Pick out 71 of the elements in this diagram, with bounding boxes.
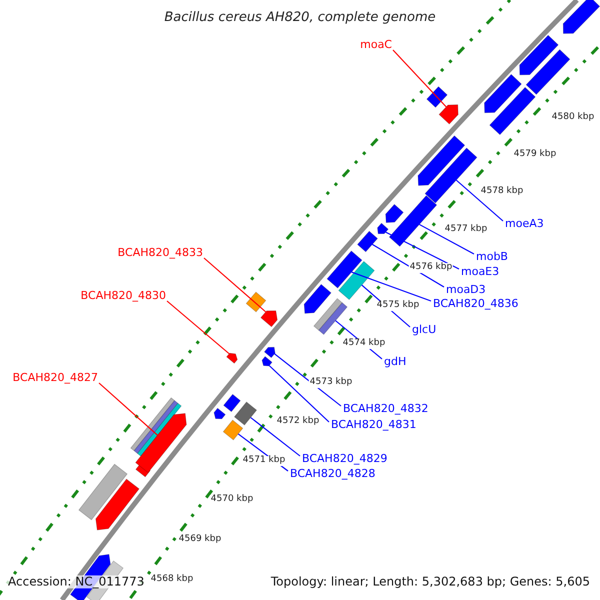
leader-line	[98, 382, 158, 436]
gene-feature	[214, 408, 226, 420]
leader-line	[385, 232, 460, 270]
gene-feature	[264, 346, 276, 358]
leader-line	[456, 180, 504, 222]
gene-feature	[326, 250, 362, 288]
gene-feature	[388, 195, 438, 247]
scale-label: 4574 kbp	[342, 339, 386, 349]
gene-feature	[484, 74, 522, 114]
gene-label: moaC	[360, 38, 392, 52]
gene-label: BCAH820_4831	[331, 418, 416, 432]
leader-line	[250, 417, 300, 456]
scale-label: 4577 kbp	[444, 225, 488, 235]
gene-label: moaE3	[461, 266, 500, 278]
gene-label: BCAH820_4827	[12, 372, 98, 384]
gene-feature	[426, 86, 448, 108]
gene-label: BCAH820_4828	[290, 468, 376, 480]
gene-label: BCAH820_4836	[433, 298, 518, 310]
gene-feature	[418, 135, 466, 186]
scale-label: 4580 kbp	[550, 113, 596, 123]
scale-label: 4576 kbp	[408, 263, 454, 273]
gene-label: BCAH820_4829	[302, 452, 388, 466]
gene-feature	[95, 478, 140, 530]
scale-label: 4569 kbp	[178, 535, 222, 545]
leader-line	[351, 272, 432, 302]
gene-feature	[338, 260, 375, 300]
leader-line	[166, 300, 230, 354]
diagram-title: Bacillus cereus AH820, complete genome	[163, 10, 437, 26]
gene-feature	[385, 204, 404, 223]
gene-feature	[304, 284, 332, 314]
gene-label: glcU	[412, 324, 436, 336]
gene-label: BCAH820_4830	[80, 290, 166, 302]
gene-feature	[226, 352, 238, 364]
gene-feature	[222, 420, 244, 440]
leader-line	[268, 365, 330, 422]
scale-label: 4571 kbp	[242, 456, 286, 466]
leader-line	[274, 353, 342, 406]
scale-label: 4568 kbp	[150, 575, 194, 585]
gene-label: BCAH820_4833	[118, 246, 203, 260]
gene-feature	[526, 49, 570, 95]
scale-label: 4573 kbp	[308, 378, 354, 388]
scale-label: 4575 kbp	[376, 301, 420, 311]
scale-label: 4570 kbp	[210, 495, 254, 505]
gene-feature	[519, 34, 559, 76]
gene-label: mobB	[476, 250, 508, 264]
gene-feature	[357, 230, 378, 252]
scale-label: 4579 kbp	[512, 150, 558, 160]
gene-feature	[135, 413, 187, 474]
gene-feature	[246, 292, 266, 312]
gene-feature	[424, 148, 478, 204]
scale-label: 4572 kbp	[276, 417, 320, 427]
gene-feature	[260, 310, 278, 328]
genome-stats-text: Topology: linear; Length: 5,302,683 bp; Genes: 5,605	[268, 575, 592, 589]
gene-label: BCAH820_4832	[343, 402, 428, 416]
gene-feature	[223, 394, 241, 412]
gene-feature	[562, 0, 600, 34]
gene-feature	[78, 464, 128, 520]
gene-label: moaD3	[446, 284, 486, 296]
gene-feature	[313, 298, 348, 335]
accession-text: Accession: NC_011773	[6, 575, 146, 589]
scale-label: 4578 kbp	[480, 187, 524, 197]
leader-line	[392, 50, 447, 108]
gene-label: moeA3	[505, 218, 544, 230]
leader-line	[419, 224, 474, 254]
gene-label: gdH	[384, 356, 406, 368]
gene-feature	[377, 222, 389, 234]
gene-feature	[234, 402, 258, 426]
gene-feature	[489, 86, 536, 136]
gene-feature	[438, 104, 458, 124]
gene-feature	[262, 356, 272, 366]
leader-line	[204, 258, 266, 312]
